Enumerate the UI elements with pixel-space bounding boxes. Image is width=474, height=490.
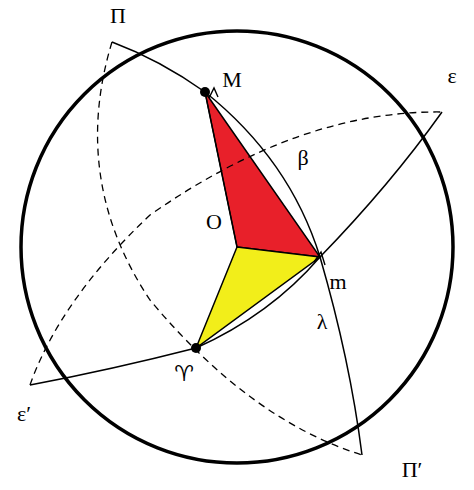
ecliptic-front bbox=[30, 112, 442, 385]
meridian-back bbox=[98, 42, 362, 455]
meridian-front bbox=[112, 42, 362, 455]
red-triangle bbox=[205, 92, 320, 257]
radius-line bbox=[205, 92, 237, 247]
longitude-label: λ bbox=[317, 311, 328, 333]
latitude-label: β bbox=[297, 147, 308, 169]
ecliptic-point-label: ε′ bbox=[17, 403, 31, 425]
pole-label: Π bbox=[110, 5, 126, 27]
arc-arrow bbox=[314, 252, 325, 265]
sphere-outline bbox=[21, 31, 453, 463]
point-dot bbox=[200, 87, 210, 97]
pole-label: Π′ bbox=[402, 459, 423, 481]
yellow-triangle bbox=[196, 247, 320, 348]
equinox-label: ♈ bbox=[174, 363, 194, 385]
ecliptic-back bbox=[30, 112, 442, 385]
point-label: m bbox=[329, 271, 346, 293]
center-label: O bbox=[206, 211, 222, 233]
ecliptic-point-label: ε bbox=[447, 65, 456, 87]
arc-arrow bbox=[209, 88, 218, 98]
point-dot bbox=[191, 343, 201, 353]
point-label: M bbox=[222, 69, 242, 91]
